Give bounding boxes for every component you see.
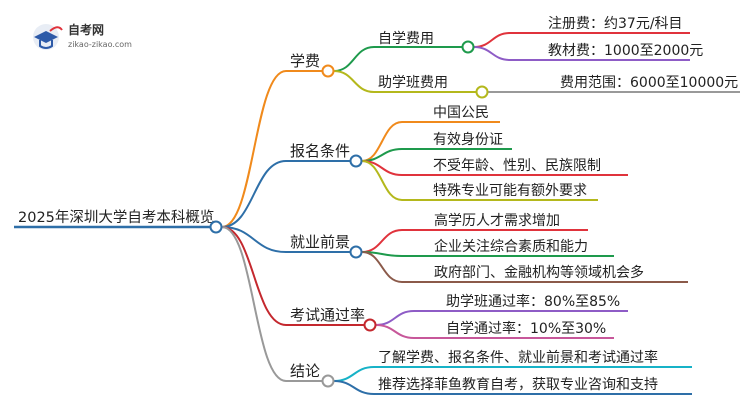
- edge-pass-0: [375, 310, 415, 326]
- branch-career: 就业前景: [290, 233, 350, 251]
- enrollment-citizen: 中国公民: [433, 105, 489, 121]
- logo: 自考网 zikao-zikao.com: [33, 22, 132, 50]
- root-edge-1: [221, 160, 287, 228]
- enrollment-no-restriction: 不受年龄、性别、民族限制: [433, 158, 601, 174]
- edge-pass-1: [375, 324, 415, 339]
- logo-title: 自考网: [68, 22, 104, 37]
- branch-conclusion-node: [321, 374, 335, 388]
- pass-rate-self-study: 自学通过率：10%至30%: [446, 320, 606, 337]
- branch-pass-rate-node: [363, 318, 377, 332]
- career-quality: 企业关注综合素质和能力: [434, 238, 588, 255]
- conclusion-summary: 了解学费、报名条件、就业前景和考试通过率: [378, 349, 658, 366]
- root-edge-0: [221, 70, 287, 228]
- career-opportunities: 政府部门、金融机构等领域机会多: [434, 264, 644, 281]
- branch-conclusion: 结论: [290, 362, 320, 380]
- root-node: [209, 220, 223, 234]
- edge-conclusion-0: [333, 366, 375, 382]
- edge-reg-fee: [473, 32, 511, 48]
- enrollment-id-card: 有效身份证: [433, 132, 503, 148]
- branch-enrollment: 报名条件: [290, 142, 350, 160]
- branch-tuition-node: [321, 64, 335, 78]
- edge-enroll-3: [361, 160, 403, 201]
- tuition-textbook-fee: 教材费：1000至2000元: [548, 43, 703, 59]
- branch-tuition: 学费: [290, 52, 320, 70]
- logo-url: zikao-zikao.com: [68, 40, 132, 49]
- edge-tuition-class: [333, 70, 375, 93]
- root-edge-2: [221, 226, 287, 253]
- pass-rate-class: 助学班通过率：80%至85%: [446, 293, 620, 310]
- root-topic: 2025年深圳大学自考本科概览: [18, 209, 214, 226]
- branch-enrollment-node: [349, 154, 363, 168]
- root-edge-3: [221, 226, 287, 326]
- edges: [221, 32, 530, 395]
- tuition-registration-fee: 注册费：约37元/科目: [548, 16, 683, 32]
- conclusion-recommendation: 推荐选择菲鱼教育自考，获取专业咨询和支持: [378, 376, 658, 393]
- root-edge-4: [221, 226, 287, 382]
- enrollment-special-majors: 特殊专业可能有额外要求: [433, 183, 587, 199]
- tuition-self-study: 自学费用: [378, 31, 434, 47]
- tuition-tutorial-class: 助学班费用: [378, 75, 448, 91]
- branch-career-node: [349, 245, 363, 259]
- edge-career-0: [361, 229, 403, 253]
- edge-career-2: [361, 251, 403, 283]
- edge-book-fee: [473, 46, 511, 61]
- career-demand: 高学历人才需求增加: [434, 212, 560, 229]
- edge-conclusion-1: [333, 380, 375, 395]
- branch-pass-rate: 考试通过率: [290, 306, 365, 324]
- tuition-class-fee-range: 费用范围：6000至10000元: [560, 74, 738, 91]
- edge-tuition-self: [333, 46, 375, 72]
